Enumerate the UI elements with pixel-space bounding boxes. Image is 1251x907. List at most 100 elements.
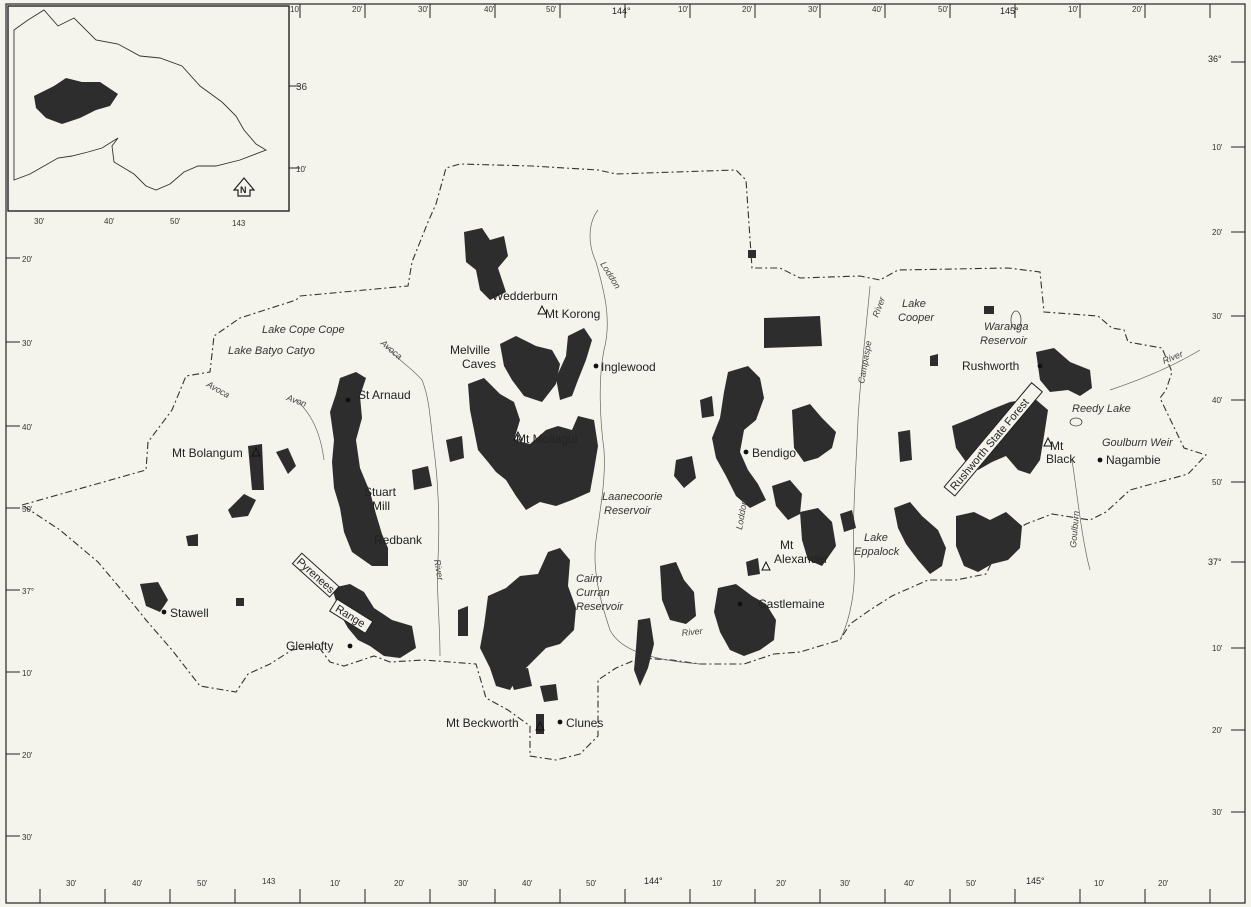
river-label-avoca-2: Avoca xyxy=(204,379,231,401)
inset-lon-50: 50' xyxy=(170,217,181,226)
top-tick-label: 50' xyxy=(938,5,949,14)
bottom-tick-label: 30' xyxy=(66,879,77,888)
top-tick-label: 145° xyxy=(1000,6,1019,16)
bottom-tick-labels: 30' 40' 50' 143 10' 20' 30' 40' 50' 144°… xyxy=(66,876,1169,888)
water-label-laanecoorie: Laanecoorie xyxy=(602,491,663,503)
bottom-tick-label: 20' xyxy=(394,879,405,888)
right-tick-label: 40' xyxy=(1212,396,1223,405)
top-tick-label: 10' xyxy=(678,5,689,14)
water-label-lake-cooper-1: Lake xyxy=(902,298,926,310)
right-tick-label: 10' xyxy=(1212,644,1223,653)
town-label-rushworth: Rushworth xyxy=(962,359,1019,373)
left-tick-marks xyxy=(6,257,20,837)
bottom-tick-label: 40' xyxy=(522,879,533,888)
bottom-tick-label: 50' xyxy=(197,879,208,888)
water-label-lake-cooper-2: Cooper xyxy=(898,312,935,324)
town-label-wedderburn: Wedderburn xyxy=(492,289,558,303)
north-arrow: N xyxy=(232,177,256,197)
top-tick-label: 10' xyxy=(1068,5,1079,14)
town-label-mill: Mill xyxy=(372,499,390,513)
town-label-mt: Mt xyxy=(780,538,794,552)
town-label-caves: Caves xyxy=(462,357,496,371)
river-label-avon: Avon xyxy=(284,392,307,409)
bottom-tick-label: 10' xyxy=(1094,879,1105,888)
left-tick-label: 30' xyxy=(22,833,33,842)
top-tick-label: 20' xyxy=(742,5,753,14)
bottom-tick-label: 10' xyxy=(712,879,723,888)
inset-map: N 36 10' 30' 40' 50' 143 xyxy=(7,5,308,228)
top-tick-label: 50' xyxy=(546,5,557,14)
water-label-laanecoorie-res: Reservoir xyxy=(604,505,652,517)
right-tick-label: 20' xyxy=(1212,228,1223,237)
town-markers xyxy=(161,363,1103,725)
left-tick-label: 20' xyxy=(22,751,33,760)
right-tick-label: 37° xyxy=(1208,557,1222,567)
top-tick-label: 10' xyxy=(290,5,301,14)
bottom-tick-label: 10' xyxy=(330,879,341,888)
bottom-tick-label: 40' xyxy=(904,879,915,888)
inset-lon-30: 30' xyxy=(34,217,45,226)
feature-label-pyrenees: Pyrenees xyxy=(294,556,337,596)
bottom-tick-label: 30' xyxy=(840,879,851,888)
town-label-mt-bolangum: Mt Bolangum xyxy=(172,446,243,460)
town-label-bendigo: Bendigo xyxy=(752,446,796,460)
water-label-curran: Curran xyxy=(576,587,610,599)
town-label-inglewood: Inglewood xyxy=(601,360,656,374)
top-tick-label: 40' xyxy=(872,5,883,14)
right-tick-labels: 36° 10' 20' 30' 40' 50' 37° 10' 20' 30' xyxy=(1208,54,1223,817)
rivers xyxy=(295,209,1201,665)
water-label-lake-cope-cope: Lake Cope Cope xyxy=(262,324,345,336)
water-label-cairn-res: Reservoir xyxy=(576,601,624,613)
bottom-tick-label: 20' xyxy=(1158,879,1169,888)
bottom-tick-label: 20' xyxy=(776,879,787,888)
bottom-tick-label: 144° xyxy=(644,876,663,886)
town-label-glenlofty: Glenlofty xyxy=(286,639,333,653)
left-tick-label: 50' xyxy=(22,505,33,514)
left-tick-labels: 20' 30' 40' 50' 37° 10' 20' 30' xyxy=(22,255,34,842)
water-label-lake: Lake xyxy=(864,532,888,544)
inset-lat-36: 36 xyxy=(296,82,308,93)
left-tick-label: 10' xyxy=(22,669,33,678)
inset-lat-10: 10' xyxy=(296,165,307,174)
town-label-alexander: Alexander xyxy=(774,552,828,566)
peak-markers xyxy=(251,304,1053,731)
top-tick-label: 144° xyxy=(612,6,631,16)
town-label-nagambie: Nagambie xyxy=(1106,453,1161,467)
inset-lon-143: 143 xyxy=(232,219,246,228)
top-tick-labels: 10' 20' 30' 40' 50' 144° 10' 20' 30' 40'… xyxy=(290,5,1143,16)
town-label-mt-beckworth: Mt Beckworth xyxy=(446,716,519,730)
river-label-campaspe: Campaspe xyxy=(856,340,873,385)
town-label-mt-korong: Mt Korong xyxy=(545,307,600,321)
top-tick-label: 40' xyxy=(484,5,495,14)
water-label-goulburn-weir: Goulburn Weir xyxy=(1102,437,1174,449)
town-label-mt-black-1: Mt xyxy=(1050,439,1064,453)
bottom-tick-label: 40' xyxy=(132,879,143,888)
river-label-river-avon: River xyxy=(432,559,446,582)
water-label-reedy-lake: Reedy Lake xyxy=(1072,403,1131,415)
bottom-tick-label: 143 xyxy=(262,877,276,886)
river-label-river-goulburn: River xyxy=(1161,348,1185,366)
bottom-tick-label: 50' xyxy=(586,879,597,888)
left-tick-label: 37° xyxy=(22,587,34,596)
left-tick-label: 30' xyxy=(22,339,33,348)
water-labels: Lake Cope Cope Lake Batyo Catyo Laanecoo… xyxy=(228,298,1174,613)
left-tick-label: 40' xyxy=(22,423,33,432)
river-label-river-campaspe: River xyxy=(870,295,887,319)
north-label: N xyxy=(240,185,247,195)
river-label-goulburn: Goulburn xyxy=(1068,510,1081,548)
top-tick-label: 30' xyxy=(808,5,819,14)
water-label-cairn: Cairn xyxy=(576,573,602,585)
top-tick-marks xyxy=(299,4,1211,18)
river-label-river-loddon: River xyxy=(681,626,704,638)
river-label-loddon-lower: Loddon xyxy=(734,499,749,530)
forest-remnants xyxy=(140,228,1092,734)
right-tick-label: 30' xyxy=(1212,312,1223,321)
top-tick-label: 30' xyxy=(418,5,429,14)
water-label-eppalock: Eppalock xyxy=(854,546,900,558)
top-tick-label: 20' xyxy=(352,5,363,14)
water-label-waranga-res: Reservoir xyxy=(980,335,1028,347)
town-label-stawell: Stawell xyxy=(170,606,209,620)
bottom-tick-label: 30' xyxy=(458,879,469,888)
water-label-waranga: Waranga xyxy=(984,321,1028,333)
